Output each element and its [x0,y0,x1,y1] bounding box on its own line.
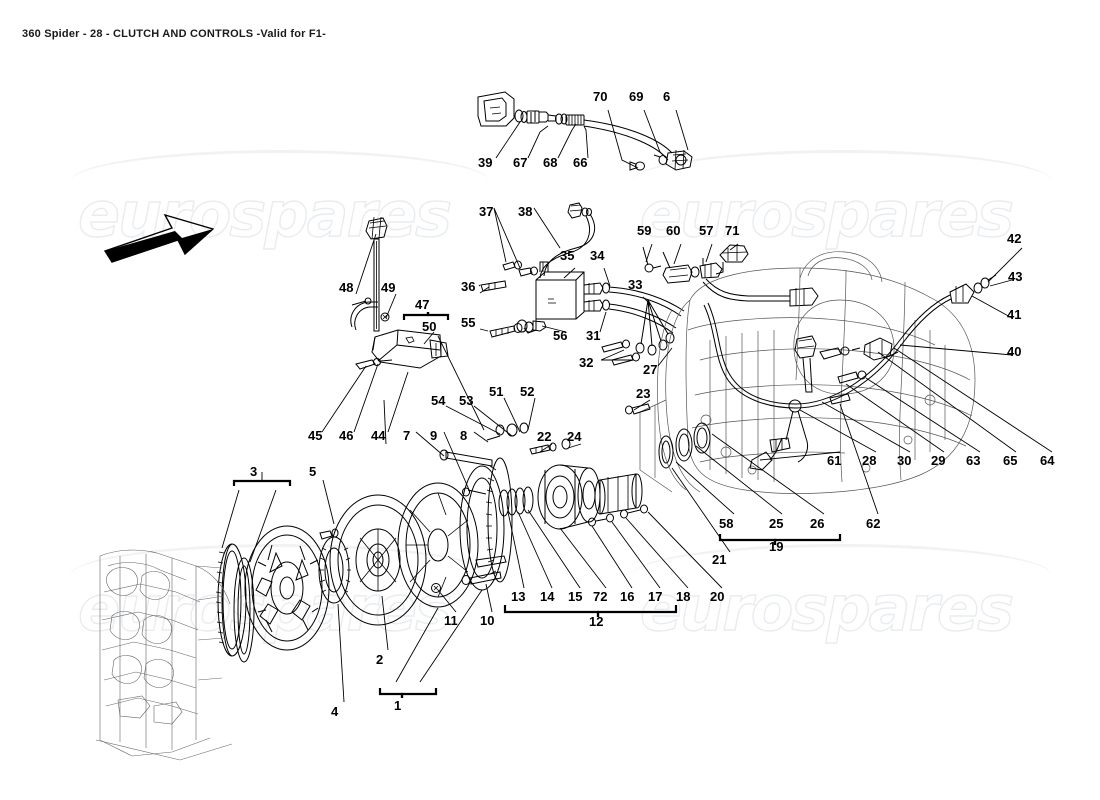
callout-number-44: 44 [371,428,386,443]
callout-number-53: 53 [459,393,474,408]
callout-number-15: 15 [568,589,583,604]
callout-number-56: 56 [553,328,568,343]
callout-number-42: 42 [1007,231,1022,246]
callout-number-14: 14 [540,589,555,604]
callout-number-7: 7 [403,428,411,443]
callout-number-38: 38 [518,204,533,219]
callout-number-54: 54 [431,393,446,408]
callout-number-49: 49 [381,280,396,295]
callout-number-20: 20 [710,589,725,604]
callout-number-64: 64 [1040,453,1055,468]
callout-number-72: 72 [593,589,608,604]
callout-number-68: 68 [543,155,558,170]
callout-number-33: 33 [628,277,643,292]
callout-number-29: 29 [931,453,946,468]
callout-number-37: 37 [479,204,494,219]
callout-number-32: 32 [579,355,594,370]
callout-number-5: 5 [309,464,317,479]
callout-number-24: 24 [567,429,582,444]
callout-number-6: 6 [663,89,671,104]
callout-number-1: 1 [394,698,402,713]
callout-number-12: 12 [589,614,604,629]
callout-number-18: 18 [676,589,691,604]
callout-number-28: 28 [862,453,877,468]
callout-number-40: 40 [1007,344,1022,359]
callout-number-30: 30 [897,453,912,468]
callout-number-19: 19 [769,539,784,554]
page-title: 360 Spider - 28 - CLUTCH AND CONTROLS -V… [22,28,326,40]
callout-number-51: 51 [489,384,504,399]
callout-number-52: 52 [520,384,535,399]
callout-number-21: 21 [712,552,727,567]
callout-number-48: 48 [339,280,354,295]
callout-number-34: 34 [590,248,605,263]
callout-number-17: 17 [648,589,663,604]
callout-number-3: 3 [250,464,258,479]
callout-number-13: 13 [511,589,526,604]
callout-number-65: 65 [1003,453,1018,468]
callout-number-23: 23 [636,386,651,401]
callout-number-67: 67 [513,155,528,170]
callout-number-69: 69 [629,89,644,104]
callout-number-22: 22 [537,429,552,444]
callout-number-63: 63 [966,453,981,468]
callout-number-62: 62 [866,516,881,531]
callout-number-61: 61 [827,453,842,468]
callout-number-55: 55 [461,315,476,330]
callout-number-45: 45 [308,428,323,443]
callout-number-16: 16 [620,589,635,604]
callout-number-25: 25 [769,516,784,531]
callout-number-60: 60 [666,223,681,238]
callout-number-50: 50 [422,319,437,334]
callout-number-57: 57 [699,223,714,238]
callout-number-41: 41 [1007,307,1022,322]
callout-number-58: 58 [719,516,734,531]
callout-number-46: 46 [339,428,354,443]
callout-number-39: 39 [478,155,493,170]
callout-number-43: 43 [1008,269,1023,284]
callout-number-9: 9 [430,428,438,443]
callout-number-8: 8 [460,428,468,443]
callout-number-36: 36 [461,279,476,294]
callout-number-4: 4 [331,704,339,719]
callout-number-71: 71 [725,223,740,238]
callout-number-11: 11 [444,613,458,628]
callout-number-27: 27 [643,362,658,377]
callout-number-2: 2 [376,652,384,667]
callout-number-31: 31 [586,328,601,343]
callout-number-10: 10 [480,613,495,628]
callout-number-66: 66 [573,155,588,170]
callout-number-59: 59 [637,223,652,238]
callout-number-70: 70 [593,89,608,104]
callout-number-35: 35 [560,248,575,263]
callout-number-26: 26 [810,516,825,531]
callout-number-47: 47 [415,297,430,312]
